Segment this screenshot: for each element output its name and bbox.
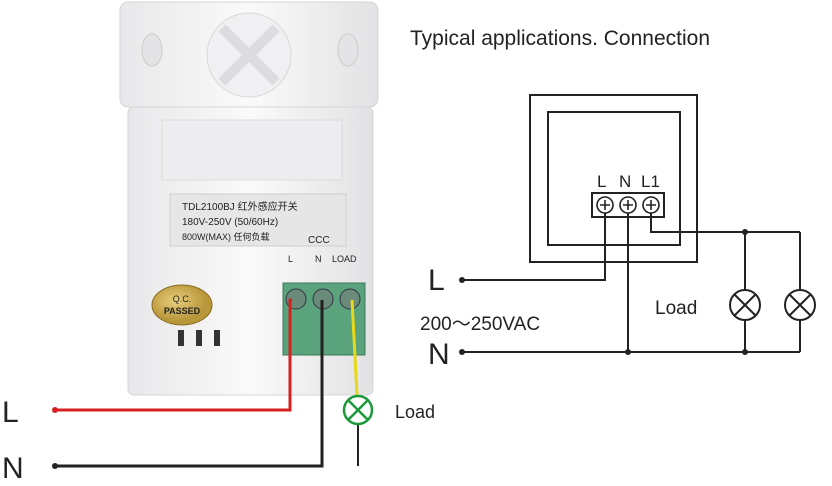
terminal-screw-load <box>339 288 361 310</box>
label-line-3: 800W(MAX) 任何负载 <box>182 231 270 242</box>
schematic-line-wire <box>462 213 606 281</box>
vent-slot <box>214 330 220 346</box>
bracket-cross <box>218 24 280 86</box>
right-line-label: L <box>428 264 445 297</box>
lamp-icon <box>342 394 374 426</box>
neutral-wire-black <box>55 300 324 468</box>
junction-dot <box>742 349 748 355</box>
line-wire-red <box>55 298 292 412</box>
schematic-line-dot <box>459 277 465 283</box>
voltage-label: 200～250VAC <box>420 314 540 335</box>
vent-slot <box>178 330 184 346</box>
left-neutral-label: N <box>2 452 24 485</box>
lamp-icon <box>729 289 761 321</box>
ccc-mark: CCC <box>308 235 330 246</box>
sensor-switch-device: TDL2100BJ 红外感应开关 180V-250V (50/60Hz) 800… <box>119 1 379 396</box>
terminal-label-l: L <box>288 254 293 264</box>
body-recess <box>161 119 343 181</box>
line-terminal-dot <box>52 407 58 413</box>
qc-badge-line2: PASSED <box>164 306 201 316</box>
right-load-label: Load <box>655 298 697 319</box>
right-neutral-label: N <box>428 338 450 371</box>
schematic-load-wire <box>650 213 800 233</box>
qc-passed-badge <box>151 284 213 326</box>
schematic-terminal-l: L <box>597 172 606 191</box>
terminal-label-load: LOAD <box>332 254 357 264</box>
label-line-2: 180V-250V (50/60Hz) <box>182 217 278 228</box>
schematic-terminal-n: N <box>619 172 631 191</box>
neutral-terminal-dot <box>52 463 58 469</box>
left-line-label: L <box>2 396 19 429</box>
schematic-terminal-l1: L1 <box>641 172 660 191</box>
left-wiring: Load L N <box>2 298 435 485</box>
screw-hole-left <box>141 33 163 67</box>
junction-dot <box>742 229 748 235</box>
schematic-neutral-dot <box>459 349 465 355</box>
junction-dot <box>625 349 631 355</box>
qc-badge-line1: Q.C. <box>173 294 192 304</box>
screw-hole-right <box>337 33 359 67</box>
connection-schematic: Typical applications. Connection L N L1 <box>410 27 816 371</box>
label-line-1: TDL2100BJ 红外感应开关 <box>182 200 298 213</box>
switch-outer-frame <box>529 94 698 263</box>
switch-inner-frame <box>547 111 681 246</box>
terminal-label-n: N <box>315 254 322 264</box>
product-label <box>169 193 347 247</box>
load-wire-yellow <box>350 299 359 396</box>
lamp-icon <box>784 289 816 321</box>
diagram-title: Typical applications. Connection <box>410 27 710 50</box>
vent-slot <box>196 330 202 346</box>
left-load-label: Load <box>395 402 435 422</box>
